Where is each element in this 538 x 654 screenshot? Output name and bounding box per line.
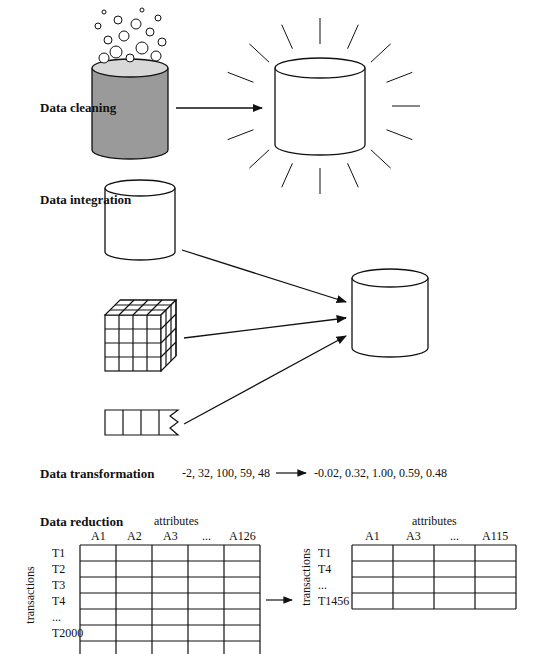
grid-line (105, 356, 161, 357)
ray (249, 150, 269, 168)
table-label: A1 (365, 529, 380, 543)
table-label: A2 (127, 529, 142, 543)
ray (387, 130, 413, 140)
table-label: T2 (52, 562, 65, 576)
table-line (80, 624, 260, 625)
grid-line (147, 300, 162, 315)
ray (282, 163, 293, 187)
ray (348, 163, 359, 187)
table-label: T4 (52, 594, 65, 608)
section-heading: Data reduction (40, 514, 123, 529)
ray (387, 72, 413, 82)
table-label: T4 (318, 562, 331, 576)
arrow (276, 472, 306, 473)
target-database (352, 269, 428, 357)
table-line (80, 640, 260, 641)
table-label: T1456 (318, 594, 349, 608)
grid-line (120, 299, 176, 300)
grid-line (133, 300, 148, 315)
table-label: ... (318, 578, 327, 592)
section-heading: Data cleaning (40, 100, 116, 115)
section-heading: Data transformation (40, 466, 154, 481)
table-line (80, 576, 260, 577)
grid-line (105, 342, 161, 343)
grid-line (119, 300, 134, 315)
table-label: A3 (163, 529, 178, 543)
table-label: attributes (412, 514, 457, 528)
table-label: -2, 32, 100, 59, 48 (182, 466, 270, 480)
table-label: A115 (482, 529, 508, 543)
ray (371, 150, 391, 168)
section-heading: Data integration (40, 192, 131, 207)
ray (249, 44, 269, 62)
grid-line (161, 328, 176, 343)
table-label: ... (202, 529, 211, 543)
table-line (352, 608, 516, 609)
shine-rays (228, 18, 420, 194)
clean-database (275, 58, 365, 155)
table-line (352, 544, 516, 545)
arrow (266, 599, 292, 600)
table-label: ... (450, 529, 459, 543)
grid-line (175, 300, 176, 356)
table-label: A126 (229, 529, 256, 543)
table-line (80, 544, 260, 545)
table-label: A3 (406, 529, 421, 543)
grid-line (146, 315, 147, 371)
grid-line (161, 314, 176, 329)
ray (282, 25, 293, 49)
table-label: -0.02, 0.32, 1.00, 0.59, 0.48 (314, 466, 447, 480)
flat-file (105, 410, 178, 435)
table-line (352, 592, 516, 593)
grid-line (115, 304, 171, 305)
ray (392, 106, 420, 107)
ray (348, 25, 359, 49)
table-line (352, 560, 516, 561)
axis-label: transactions (299, 548, 313, 605)
grid-line (161, 342, 176, 357)
table-line (80, 592, 260, 593)
dirty-database (92, 8, 168, 159)
table-label: T1 (52, 546, 65, 560)
ray (320, 18, 321, 44)
arrow (176, 107, 262, 108)
table-label: ... (52, 610, 61, 624)
ray (228, 72, 254, 82)
data-cube (105, 300, 176, 371)
table-label: T3 (52, 578, 65, 592)
table-label: T1 (318, 546, 331, 560)
ray (320, 168, 321, 194)
table-label: T2000 (52, 626, 83, 640)
table-label: attributes (154, 514, 199, 528)
ray (228, 130, 254, 140)
tables (80, 545, 516, 654)
integration-arrows (182, 250, 346, 424)
table-line (80, 560, 260, 561)
table-label: A1 (91, 529, 106, 543)
axis-label: transactions (23, 566, 37, 623)
ray (371, 44, 391, 62)
table-line (352, 576, 516, 577)
table-line (80, 608, 260, 609)
